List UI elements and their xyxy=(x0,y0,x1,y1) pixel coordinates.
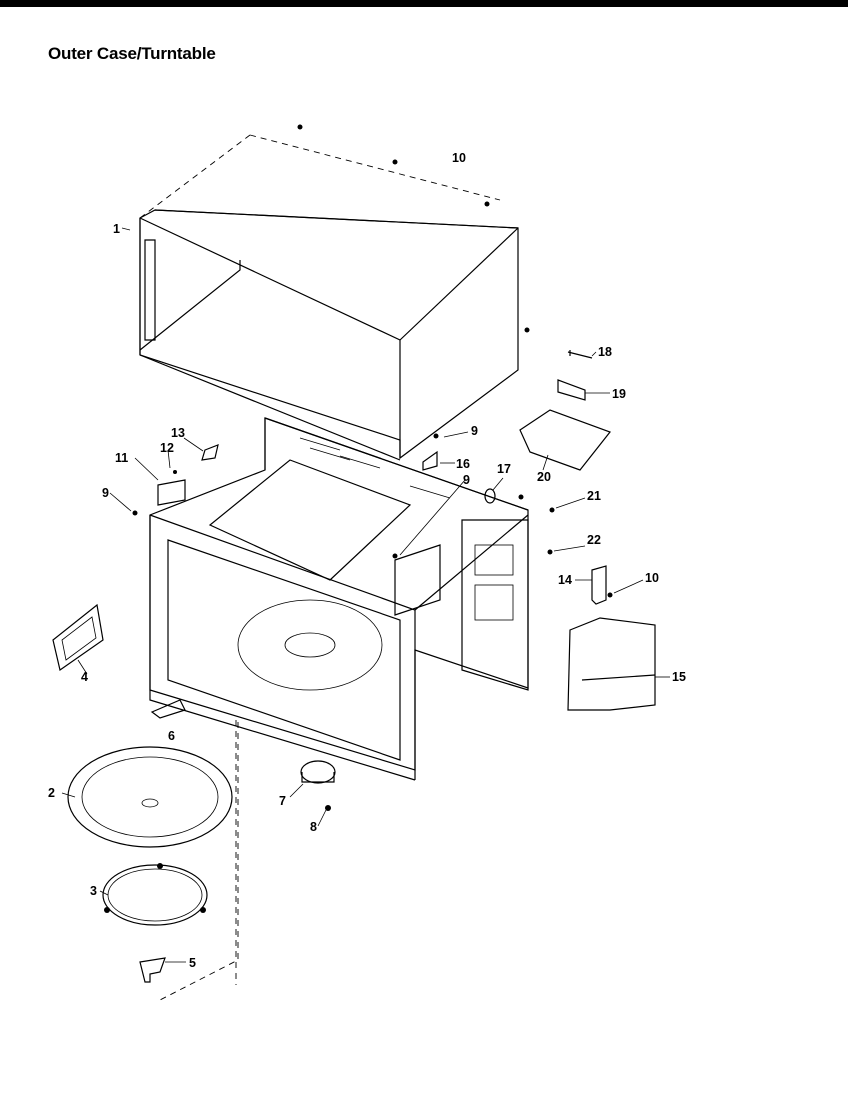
callout-7: 7 xyxy=(279,794,286,808)
coupler xyxy=(139,957,166,983)
callout-3: 3 xyxy=(90,884,97,898)
callout-4: 4 xyxy=(81,670,88,684)
callout-10-top: 10 xyxy=(452,151,466,165)
callout-1: 1 xyxy=(113,222,120,236)
callout-9-left: 9 xyxy=(102,486,109,500)
callout-5: 5 xyxy=(189,956,196,970)
callout-14: 14 xyxy=(558,573,572,587)
callout-17: 17 xyxy=(497,462,511,476)
callout-19: 19 xyxy=(612,387,626,401)
callout-2: 2 xyxy=(48,786,55,800)
turntable-tray xyxy=(67,746,233,848)
callout-15: 15 xyxy=(672,670,686,684)
oven-chassis xyxy=(149,417,529,781)
top-border-bar xyxy=(0,0,848,7)
page-title: Outer Case/Turntable xyxy=(48,44,216,63)
callout-18: 18 xyxy=(598,345,612,359)
callout-12: 12 xyxy=(160,441,174,455)
callout-9-top: 9 xyxy=(471,424,478,438)
callout-labels: 1 2 3 4 5 6 7 8 9 9 9 10 10 11 12 13 14 … xyxy=(48,151,686,970)
small-parts xyxy=(52,350,656,811)
callout-22: 22 xyxy=(587,533,601,547)
outer-case xyxy=(139,124,530,461)
callout-9-center: 9 xyxy=(463,473,470,487)
guide-lines xyxy=(139,134,501,1001)
roller-ring xyxy=(102,863,208,926)
leader-lines xyxy=(61,227,670,963)
callout-13: 13 xyxy=(171,426,185,440)
callout-8: 8 xyxy=(310,820,317,834)
callout-20: 20 xyxy=(537,470,551,484)
callout-21: 21 xyxy=(587,489,601,503)
callout-6: 6 xyxy=(168,729,175,743)
callout-16: 16 xyxy=(456,457,470,471)
callout-10-right: 10 xyxy=(645,571,659,585)
callout-11: 11 xyxy=(115,451,128,465)
